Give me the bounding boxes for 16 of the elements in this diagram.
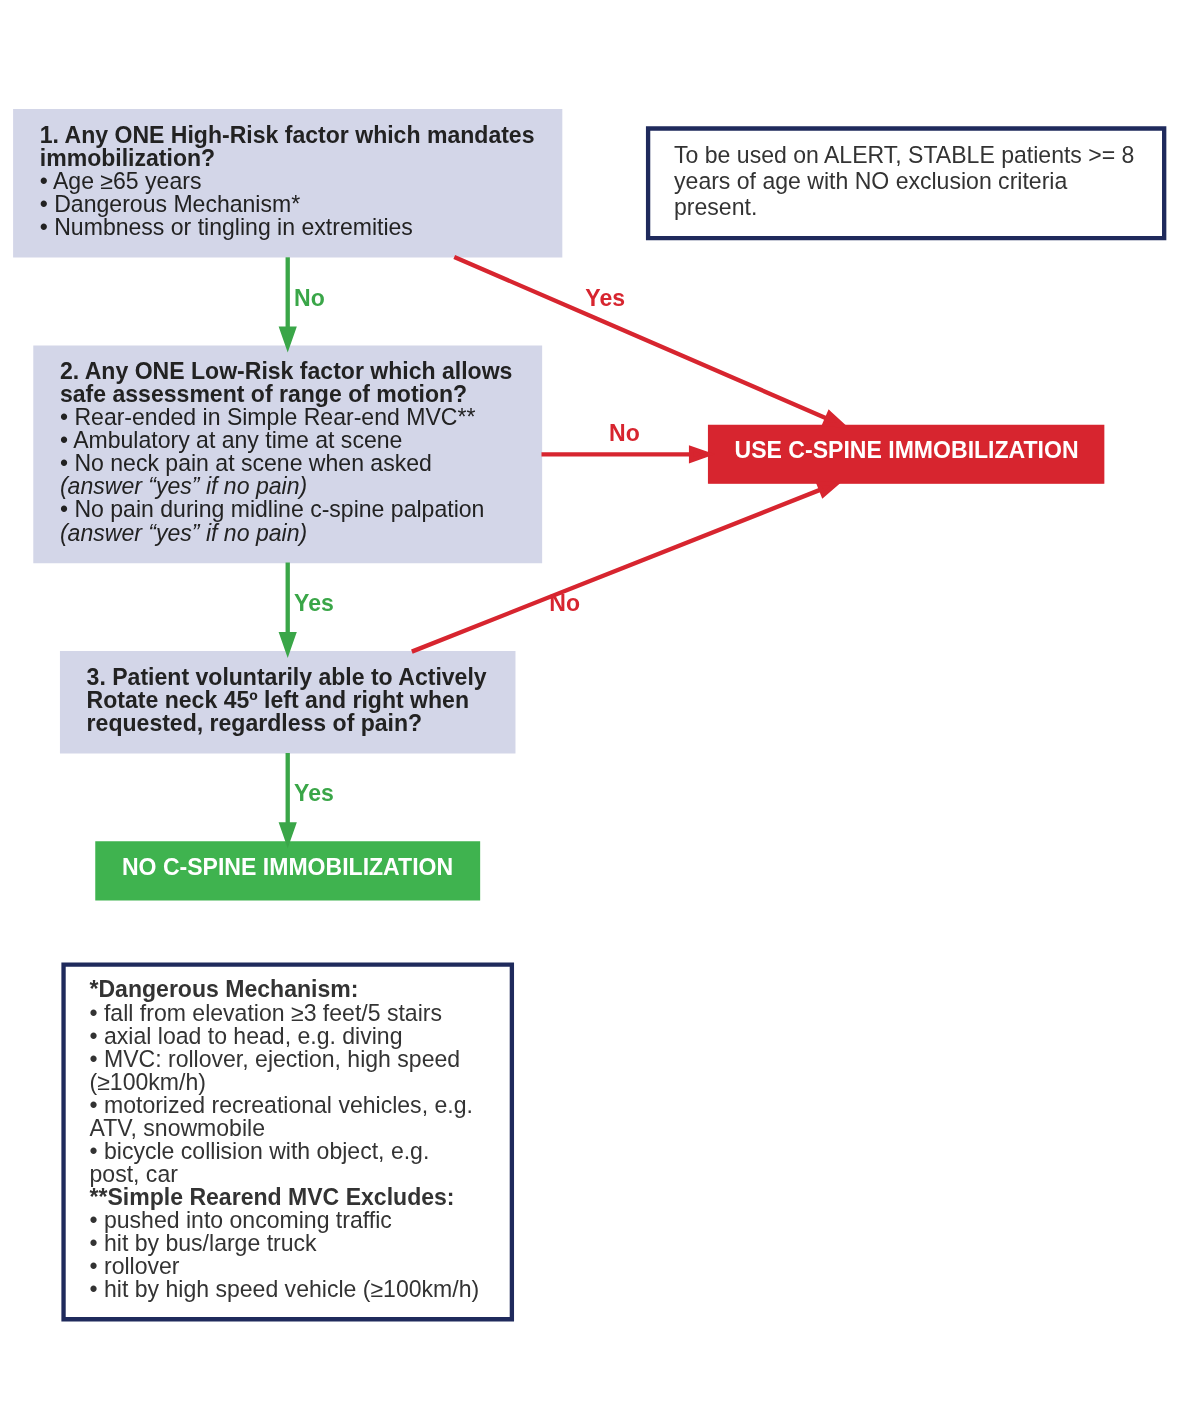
node-box: USE C-SPINE IMMOBILIZATION <box>707 424 1105 484</box>
edge-label: Yes <box>585 284 626 311</box>
arrow <box>278 256 297 353</box>
edge-label: No <box>609 419 640 446</box>
node-box: *Dangerous Mechanism: • fall from elevation ≥3 feet/5 stairs • axial load to head, e.g. diving • MVC: rollover, ejection, high speed (≥100km/h) • motorized recreational vehicles, e.g. ATV, snowmobile • bicycle collision with object, e.g. post, car **Simple Rearend MVC Excludes: • pushed into oncoming traffic • hit by bus/large truck • rollover • hit by high speed vehicle (≥100km/h) <box>61 961 515 1321</box>
node-box: NO C-SPINE IMMOBILIZATION <box>95 840 481 900</box>
arrow <box>278 752 297 848</box>
arrow <box>278 562 297 658</box>
node-box: 3. Patient voluntarily able to Actively Rotate neck 45º left and right when requested, regardless of pain? <box>59 650 516 753</box>
edge-label: Yes <box>294 779 334 806</box>
node-box: 1. Any ONE High-Risk factor which mandates immobilization? • Age ≥65 years • Dangerous Mechanism* • Numbness or tingling in extremities <box>13 108 563 258</box>
edge-label: Yes <box>294 589 334 616</box>
node-box: 2. Any ONE Low-Risk factor which allows safe assessment of range of motion? • Rear-ended in Simple Rear-end MVC** • Ambulatory at any time at scene • No neck pain at scene when asked (answer “yes” if no pain) • No pain during midline c-spine palpation (answer “yes” if no pain) <box>33 344 543 563</box>
arrow <box>453 254 849 428</box>
edge-label: No <box>294 284 325 311</box>
node-box: To be used on ALERT, STABLE patients >= 8 years of age with NO exclusion criteria present. <box>645 125 1167 240</box>
